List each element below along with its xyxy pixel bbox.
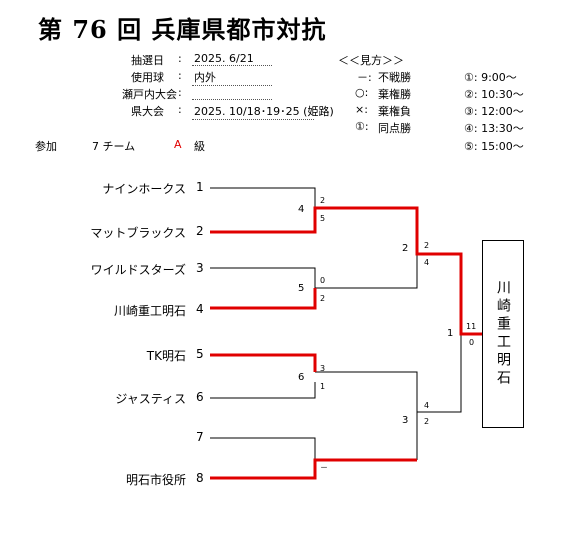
colon: : (178, 86, 182, 99)
draw-date-value: 2025. 6/21 (192, 52, 272, 66)
bracket-winner-path (210, 206, 482, 480)
time-slot: ②: 10:30～ (464, 88, 524, 101)
champion-name: 川崎重工明石 (495, 280, 511, 388)
bracket-line (210, 267, 316, 288)
class-label: 級 (194, 140, 205, 153)
legend-symbol: ×: (355, 103, 368, 116)
game-number: 4 (298, 204, 305, 215)
colon: : (178, 103, 182, 116)
team-count: 7 チーム (92, 140, 136, 153)
ball-value: 内外 (192, 69, 272, 86)
score: 3 (320, 364, 326, 373)
score: 2 (424, 417, 430, 426)
page-title: 第 76 回 兵庫県都市対抗 (38, 15, 327, 44)
winner-line (210, 206, 482, 336)
bracket-line (315, 371, 418, 412)
legend-text: 棄権勝 (378, 88, 411, 101)
champion-box: 川崎重工明石 (482, 240, 524, 428)
draw-date-label: 抽選日 (131, 54, 164, 67)
time-slot: ③: 12:00～ (464, 105, 524, 118)
pref-label: 県大会 (131, 105, 164, 118)
team-name: ナインホークス (102, 182, 186, 196)
colon: : (178, 52, 182, 65)
bracket-line (417, 334, 462, 413)
game-number: 6 (298, 372, 305, 383)
legend-heading: ＜＜見方＞＞ (338, 54, 404, 67)
pref-value: 2025. 10/18･19･25 (姫路) (192, 105, 334, 120)
team-seed: 4 (196, 302, 204, 316)
team-name: 川崎重工明石 (113, 304, 186, 318)
score: 0 (320, 276, 326, 285)
game-number: 3 (402, 415, 409, 426)
team-seed: 8 (196, 471, 204, 485)
score: 1 (320, 382, 326, 391)
legend-symbol: ①: (355, 120, 369, 133)
participation-label: 参加 (35, 140, 57, 153)
legend-symbol: －: (357, 71, 372, 84)
score: 4 (424, 258, 430, 267)
score: 2 (320, 196, 326, 205)
class-letter: A (174, 138, 182, 151)
team-name: 明石市役所 (125, 473, 186, 487)
team-name: ワイルドスターズ (90, 263, 186, 277)
bracket-line (210, 187, 316, 212)
bracket-black-lines (210, 187, 462, 460)
team-name: TK明石 (146, 349, 186, 363)
legend-text: 棄権負 (378, 105, 411, 118)
ball-label: 使用球 (131, 71, 164, 84)
setouchi-label: 瀬戸内大会 (122, 88, 177, 101)
winner-line (210, 353, 317, 372)
team-seed: 1 (196, 180, 204, 194)
colon: : (178, 69, 182, 82)
game-number: 1 (447, 328, 454, 339)
legend-text: 不戦勝 (378, 71, 411, 84)
setouchi-value (192, 86, 272, 100)
bracket-line (210, 382, 316, 399)
score: 4 (424, 401, 430, 410)
score: 11 (466, 322, 477, 331)
winner-line (210, 288, 317, 310)
legend-text: 同点勝 (378, 122, 411, 135)
team-name: ジャスティス (115, 392, 186, 406)
team-seed: 3 (196, 261, 204, 275)
team-seed: 7 (196, 430, 204, 444)
time-slot: ①: 9:00～ (464, 71, 517, 84)
team-seed: 5 (196, 347, 204, 361)
score: 0 (469, 338, 475, 347)
team-seed: 2 (196, 224, 204, 238)
score: 2 (424, 241, 430, 250)
game-number: 5 (298, 283, 305, 294)
score: － (320, 463, 328, 472)
time-slot: ⑤: 15:00～ (464, 140, 524, 153)
team-seed: 6 (196, 390, 204, 404)
legend-symbol: ○: (355, 86, 369, 99)
team-name: マットブラックス (90, 226, 186, 240)
score: 5 (320, 214, 326, 223)
bracket-line (315, 254, 418, 289)
bracket-line (210, 437, 316, 460)
score: 2 (320, 294, 326, 303)
game-number: 2 (402, 243, 409, 254)
time-slot: ④: 13:30～ (464, 122, 524, 135)
winner-line (210, 458, 417, 480)
